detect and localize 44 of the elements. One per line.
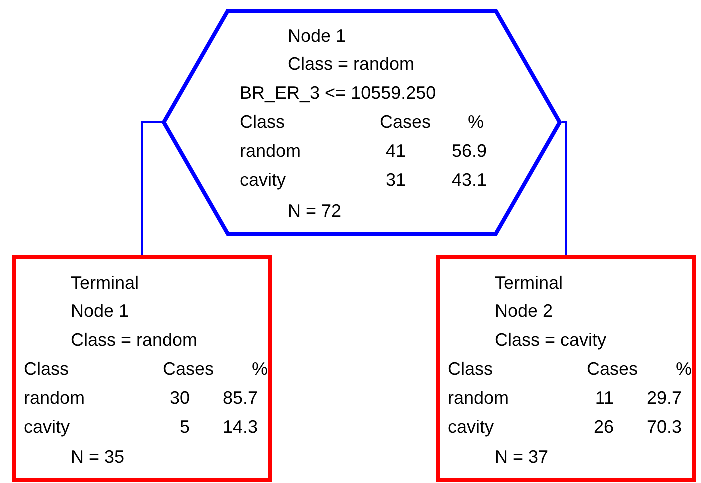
- class-label: Class = random: [288, 53, 415, 75]
- node-title: Node 2: [495, 300, 554, 322]
- percentage: 14.3: [222, 416, 258, 438]
- node-title: Node 1: [71, 300, 130, 322]
- case-count: 30: [170, 387, 190, 409]
- node-title: Terminal: [495, 272, 564, 294]
- connector-line: [141, 122, 162, 255]
- percentage: 56.9: [452, 140, 487, 162]
- case-count: 26: [594, 416, 614, 438]
- terminal-node-box: [12, 255, 272, 482]
- percentage: 29.7: [646, 387, 682, 409]
- class-name: random: [240, 140, 302, 162]
- class-name: cavity: [24, 416, 70, 438]
- case-count: 5: [180, 416, 190, 438]
- class-name: cavity: [448, 416, 494, 438]
- terminal-node-box: [436, 255, 696, 482]
- percentage: 85.7: [222, 387, 258, 409]
- column-header: Class: [240, 111, 286, 133]
- column-header: Class: [448, 358, 494, 380]
- split-node-hexagon: [162, 9, 562, 236]
- sample-count: N = 35: [71, 446, 125, 468]
- case-count: 41: [386, 140, 406, 162]
- column-header: %: [676, 358, 692, 380]
- connector-line: [562, 122, 567, 255]
- split-rule: BR_ER_3 <= 10559.250: [240, 82, 436, 104]
- class-name: cavity: [240, 169, 286, 191]
- column-header: Cases: [380, 111, 432, 133]
- column-header: %: [468, 111, 484, 133]
- column-header: Class: [24, 358, 70, 380]
- class-name: random: [448, 387, 510, 409]
- node-title: Terminal: [71, 272, 140, 294]
- case-count: 31: [386, 169, 406, 191]
- class-label: Class = cavity: [495, 329, 607, 351]
- class-label: Class = random: [71, 329, 198, 351]
- column-header: Cases: [587, 358, 638, 380]
- class-name: random: [24, 387, 86, 409]
- case-count: 11: [595, 387, 614, 409]
- sample-count: N = 72: [288, 200, 342, 222]
- column-header: %: [252, 358, 268, 380]
- percentage: 43.1: [452, 169, 487, 191]
- node-title: Node 1: [288, 25, 346, 47]
- sample-count: N = 37: [495, 446, 549, 468]
- column-header: Cases: [163, 358, 214, 380]
- percentage: 70.3: [646, 416, 682, 438]
